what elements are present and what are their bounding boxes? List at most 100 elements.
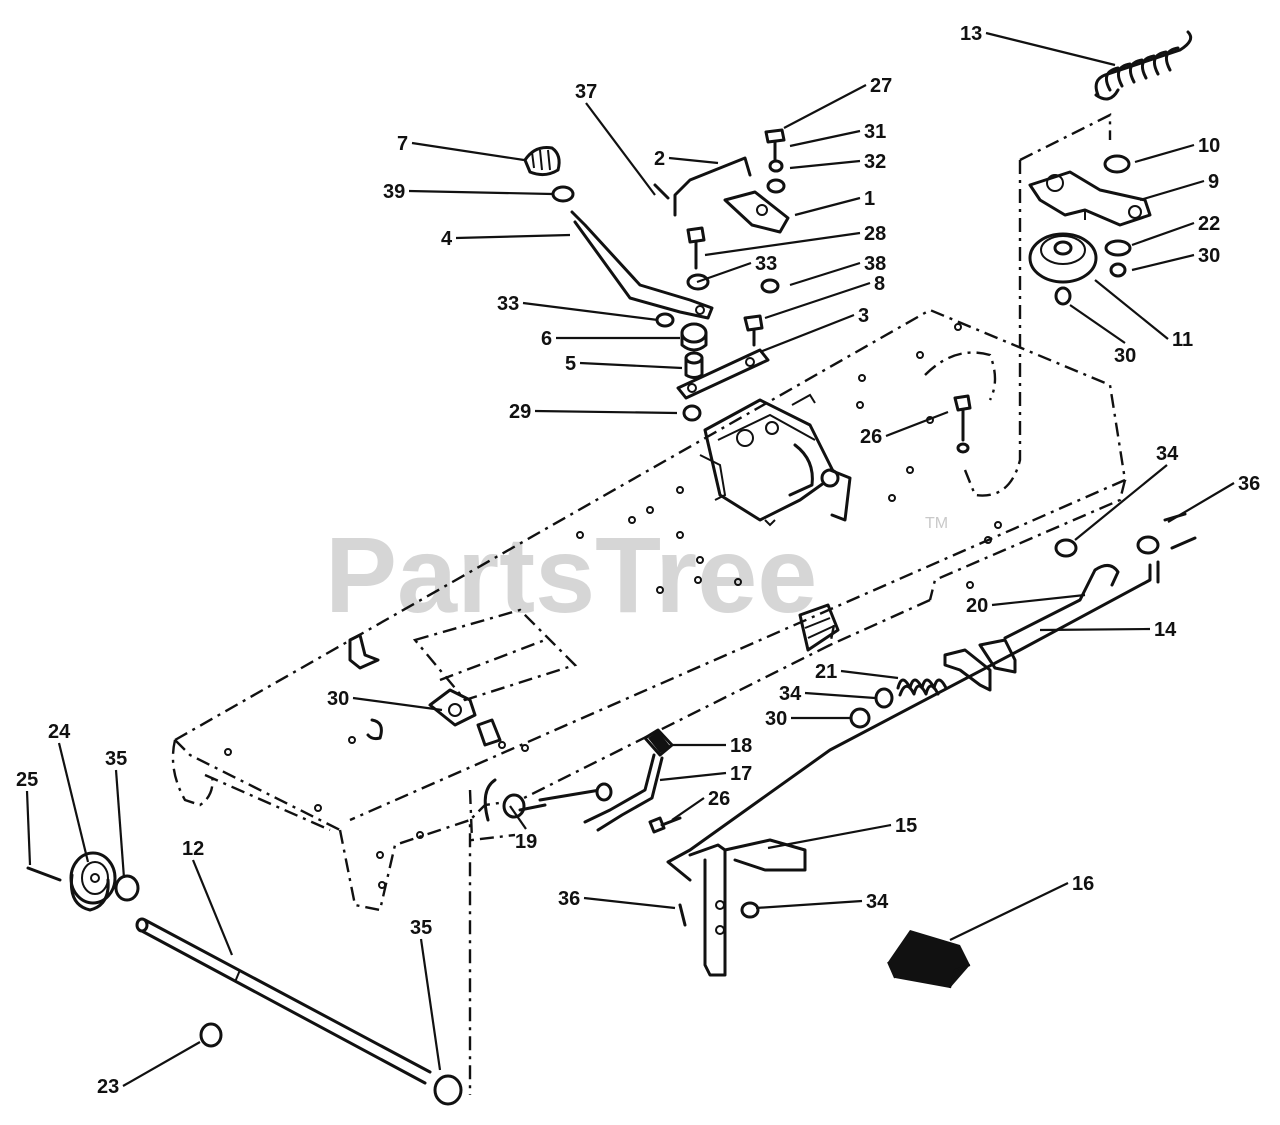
spring-13 <box>1094 30 1193 101</box>
callout-label-c-31: 31 <box>864 121 886 143</box>
leader-c-39 <box>408 189 553 196</box>
leader-c-26a <box>885 410 949 438</box>
callout-label-c-38: 38 <box>864 253 886 275</box>
leader-lines <box>25 31 1235 1087</box>
leader-c-33a <box>696 261 752 284</box>
washer-34-mid <box>874 687 894 709</box>
callout-label-c-27: 27 <box>870 75 892 97</box>
leader-c-7 <box>411 141 525 162</box>
callout-label-c-5: 5 <box>565 353 576 375</box>
leader-c-27 <box>783 84 867 129</box>
leader-c-34a <box>1074 464 1168 541</box>
washer-38 <box>760 278 780 294</box>
leader-c-15 <box>767 823 892 850</box>
callout-label-c-14: 14 <box>1154 619 1177 641</box>
washer-34-right-a <box>1054 538 1078 558</box>
watermark-trademark: TM <box>925 515 948 532</box>
leader-c-19 <box>509 805 527 830</box>
callout-label-c-34a: 34 <box>1156 443 1179 465</box>
callout-label-c-35a: 35 <box>105 748 127 770</box>
main-frame <box>171 113 1127 1095</box>
pedal-pad-16 <box>887 930 971 989</box>
callout-label-c-12: 12 <box>182 838 204 860</box>
cotter-pin-37 <box>653 183 670 200</box>
grip-18 <box>643 728 674 757</box>
callout-label-c-16: 16 <box>1072 873 1094 895</box>
washer-34-right-b <box>1136 535 1160 555</box>
leader-c-4 <box>455 233 571 240</box>
leader-c-35a <box>114 769 126 879</box>
leader-c-37 <box>585 102 656 196</box>
leader-c-30a <box>1131 253 1195 272</box>
leader-c-11 <box>1094 279 1169 340</box>
bushing-39 <box>551 185 575 203</box>
callout-label-c-8: 8 <box>874 273 885 295</box>
callout-label-c-30d: 30 <box>327 688 349 710</box>
callout-label-c-23: 23 <box>97 1076 119 1098</box>
leader-c-14 <box>1039 627 1151 632</box>
handle-17 <box>583 753 664 832</box>
callout-label-c-39: 39 <box>383 181 405 203</box>
nut-30-lower <box>1054 286 1072 306</box>
callout-labels: 1310922301130273132128388333372739433652… <box>16 23 1260 1098</box>
leader-c-34b <box>804 691 876 700</box>
transaxle <box>699 393 852 527</box>
leader-c-29 <box>534 409 678 415</box>
cotter-pin-36-b <box>1170 536 1197 550</box>
leader-c-30b <box>1069 304 1126 344</box>
frame-arc-19 <box>483 778 497 822</box>
callout-label-c-29: 29 <box>509 401 531 423</box>
ring-23 <box>199 1022 223 1048</box>
leader-c-32 <box>789 159 861 170</box>
rod-2 <box>673 156 752 217</box>
washer-33-lower <box>655 312 675 328</box>
bolt-26-lower <box>648 816 682 834</box>
leader-c-28 <box>704 231 861 257</box>
leader-c-30d <box>352 696 443 712</box>
washer-10 <box>1103 154 1131 174</box>
leader-c-5 <box>579 361 683 370</box>
knob-7 <box>523 146 561 177</box>
callout-label-c-24: 24 <box>48 721 71 743</box>
leader-c-3 <box>759 313 855 354</box>
nut-29 <box>682 404 702 422</box>
washer-35-bottom <box>433 1074 463 1106</box>
callout-label-c-9: 9 <box>1208 171 1219 193</box>
leader-c-34c <box>755 899 863 910</box>
callout-label-c-13: 13 <box>960 23 982 45</box>
callout-label-c-33a: 33 <box>755 253 777 275</box>
callout-label-c-15: 15 <box>895 815 917 837</box>
callout-label-c-20: 20 <box>966 595 988 617</box>
leader-c-13 <box>985 31 1116 67</box>
callout-label-c-7: 7 <box>397 133 408 155</box>
rod-20 <box>1003 564 1120 640</box>
leader-c-9 <box>1139 179 1205 202</box>
cotter-pin-25 <box>26 866 62 882</box>
callout-label-c-4: 4 <box>441 228 453 250</box>
bushing-5 <box>684 351 704 379</box>
callout-label-c-33b: 33 <box>497 293 519 315</box>
pulley-11 <box>1028 232 1098 284</box>
leader-c-23 <box>122 1041 201 1087</box>
callout-label-c-3: 3 <box>858 305 869 327</box>
bolt-8 <box>743 314 764 347</box>
leader-c-35b <box>419 938 442 1071</box>
shaft-12 <box>135 917 432 1085</box>
leader-c-10 <box>1134 143 1195 164</box>
leader-c-36b <box>583 896 676 910</box>
callout-label-c-18: 18 <box>730 735 752 757</box>
link-3 <box>676 348 770 400</box>
callout-label-c-30c: 30 <box>765 708 787 730</box>
leader-c-2 <box>668 156 719 165</box>
callout-label-c-11: 11 <box>1172 329 1193 351</box>
spring-21 <box>896 678 948 697</box>
leader-c-24 <box>57 742 90 863</box>
bushing-19 <box>502 782 613 819</box>
bracket-14 <box>943 638 1017 692</box>
washer-35-left <box>114 874 140 902</box>
callout-label-c-10: 10 <box>1198 135 1220 157</box>
watermark-text: PartsTree <box>325 514 817 635</box>
leader-c-12 <box>191 859 234 956</box>
callout-label-c-25: 25 <box>16 769 38 791</box>
callout-label-c-19: 19 <box>515 831 537 853</box>
